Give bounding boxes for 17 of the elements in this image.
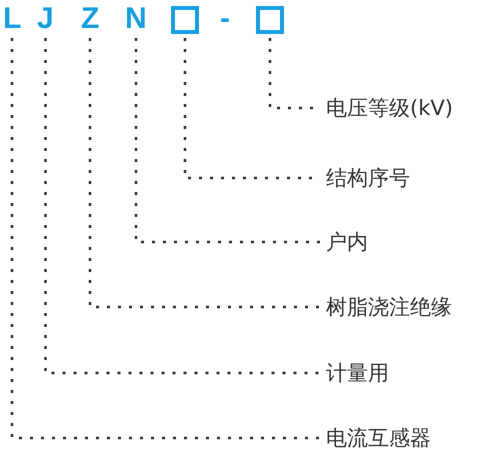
code-letter: J xyxy=(37,2,54,36)
code-letter: L xyxy=(3,2,22,36)
description-text: 计量用 xyxy=(326,359,389,387)
leader-line xyxy=(134,38,320,244)
leader-line xyxy=(88,38,320,308)
blank-square xyxy=(171,6,199,34)
description-text: 结构序号 xyxy=(326,164,410,192)
description-text: 电压等级(kV) xyxy=(326,94,453,122)
description-text: 电流互感器 xyxy=(326,424,431,451)
code-letter: N xyxy=(125,2,147,36)
leader-line xyxy=(10,38,320,440)
description-text: 户内 xyxy=(326,228,368,256)
code-letter: Z xyxy=(81,2,100,36)
blank-square xyxy=(256,6,284,34)
separator-dash: - xyxy=(220,2,230,36)
leader-line xyxy=(44,38,320,374)
description-text: 树脂浇注绝缘 xyxy=(326,293,452,321)
